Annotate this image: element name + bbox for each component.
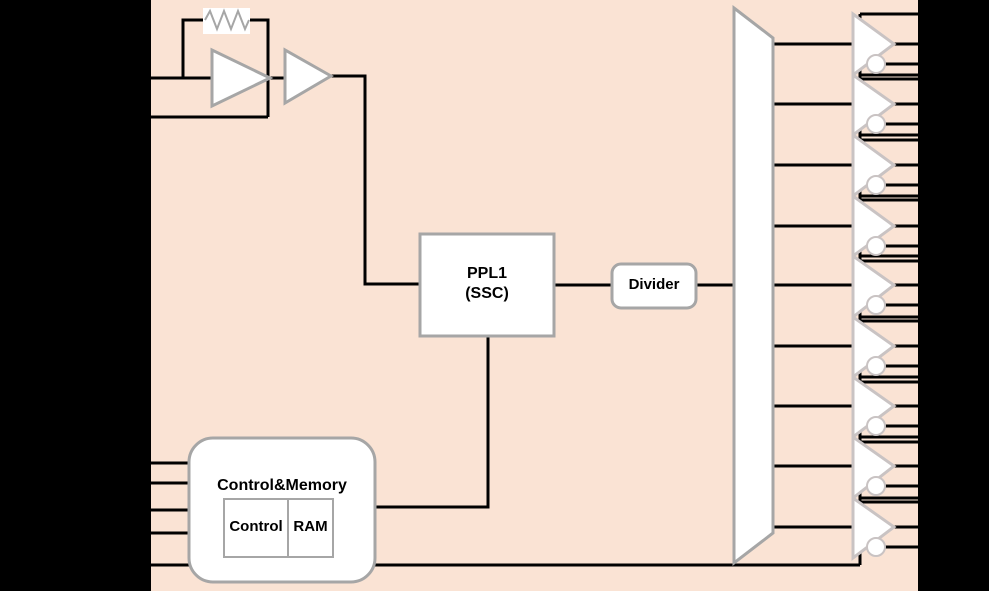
inverting-bubble-icon	[866, 356, 886, 376]
output-pair-9	[858, 496, 989, 565]
inverting-bubble-icon	[866, 416, 886, 436]
output-buffer-2[interactable]	[851, 72, 897, 139]
output-buffer-9[interactable]	[851, 495, 897, 562]
inverting-bubble-icon	[866, 175, 886, 195]
output-buffer-6[interactable]	[851, 314, 897, 381]
inverting-bubble-icon	[866, 54, 886, 74]
inverting-bubble-icon	[866, 295, 886, 315]
inverting-bubble-icon	[866, 537, 886, 557]
output-buffer-1[interactable]	[851, 11, 897, 79]
control-subblock[interactable]	[223, 498, 289, 558]
inverting-bubble-icon	[866, 114, 886, 134]
clock-fanout-bus[interactable]	[732, 4, 775, 567]
wire-feedback-left	[181, 18, 205, 78]
wire-amp2-to-pll	[330, 74, 420, 286]
buffer-amplifier[interactable]	[283, 47, 335, 106]
pll-block[interactable]	[418, 232, 556, 338]
wire-pll-to-control	[375, 336, 490, 509]
output-buffer-4[interactable]	[851, 193, 897, 259]
output-buffer-7[interactable]	[851, 374, 897, 441]
divider-block[interactable]	[610, 262, 698, 310]
output-buffer-8[interactable]	[851, 434, 897, 502]
ram-subblock[interactable]	[287, 498, 334, 558]
output-buffer-5[interactable]	[851, 253, 897, 321]
oscillator-amplifier[interactable]	[210, 47, 274, 109]
output-buffer-3[interactable]	[851, 132, 897, 200]
inverting-bubble-icon	[866, 476, 886, 496]
feedback-resistor	[203, 8, 250, 34]
wire-feedback-right	[249, 18, 270, 117]
inverting-bubble-icon	[866, 236, 886, 256]
